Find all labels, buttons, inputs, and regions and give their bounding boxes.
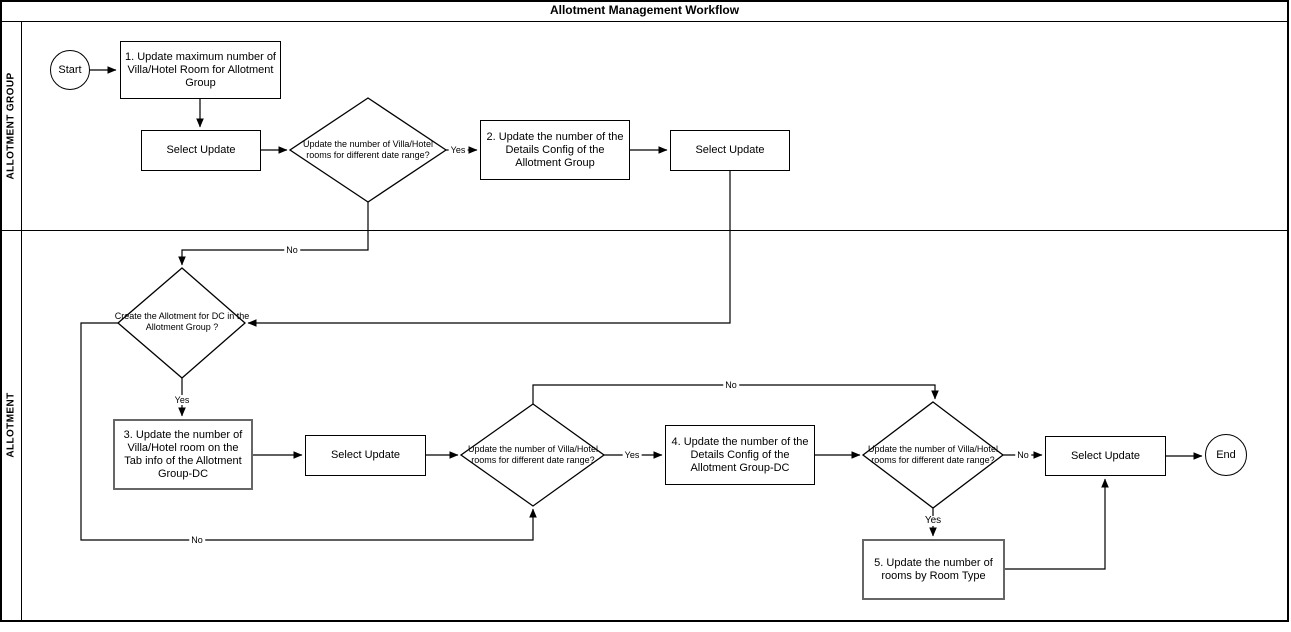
select-update-2-box: Select Update xyxy=(670,130,790,171)
edge-label-decision2-no: No xyxy=(189,535,205,545)
edge-process5-to-select4 xyxy=(1005,478,1109,570)
edge-label-decision4-yes: Yes xyxy=(922,515,944,526)
lane-label-divider xyxy=(21,21,22,620)
edge-label-decision3-no: No xyxy=(723,380,739,390)
process-5-box: 5. Update the number of rooms by Room Ty… xyxy=(862,539,1005,600)
decision-3-shape xyxy=(459,403,606,507)
edge-decision2-no-to-decision3 xyxy=(80,322,537,541)
process-1-box: 1. Update maximum number of Villa/Hotel … xyxy=(120,41,281,99)
decision-1-label: Update the number of Villa/Hotel rooms f… xyxy=(303,139,433,160)
edge-decision1-no-to-decision2 xyxy=(178,202,369,266)
end-node: End xyxy=(1205,434,1247,476)
decision-3-label: Update the number of Villa/Hotel rooms f… xyxy=(468,444,598,465)
diagram-title: Allotment Management Workflow xyxy=(549,3,740,17)
select-update-4-box: Select Update xyxy=(1045,436,1166,476)
select-update-3-box: Select Update xyxy=(305,435,426,476)
start-node: Start xyxy=(50,50,90,90)
lane-divider xyxy=(2,230,1287,231)
title-divider xyxy=(2,21,1287,22)
edge-label-decision2-yes: Yes xyxy=(172,395,192,405)
decision-2-label: Create the Allotment for DC in the Allot… xyxy=(114,311,250,332)
select-update-1-box: Select Update xyxy=(141,130,261,171)
edge-label-decision1-yes: Yes xyxy=(448,145,468,155)
process-2-box: 2. Update the number of the Details Conf… xyxy=(480,120,630,180)
edge-label-decision3-yes: Yes xyxy=(622,450,642,460)
process-4-box: 4. Update the number of the Details Conf… xyxy=(665,425,815,485)
process-3-box: 3. Update the number of Villa/Hotel room… xyxy=(113,419,253,490)
edge-label-decision1-no: No xyxy=(284,245,300,255)
decision-4-label: Update the number of Villa/Hotel rooms f… xyxy=(868,444,998,465)
edge-select2-to-decision2 xyxy=(247,171,731,327)
edge-label-decision4-no: No xyxy=(1015,450,1031,460)
